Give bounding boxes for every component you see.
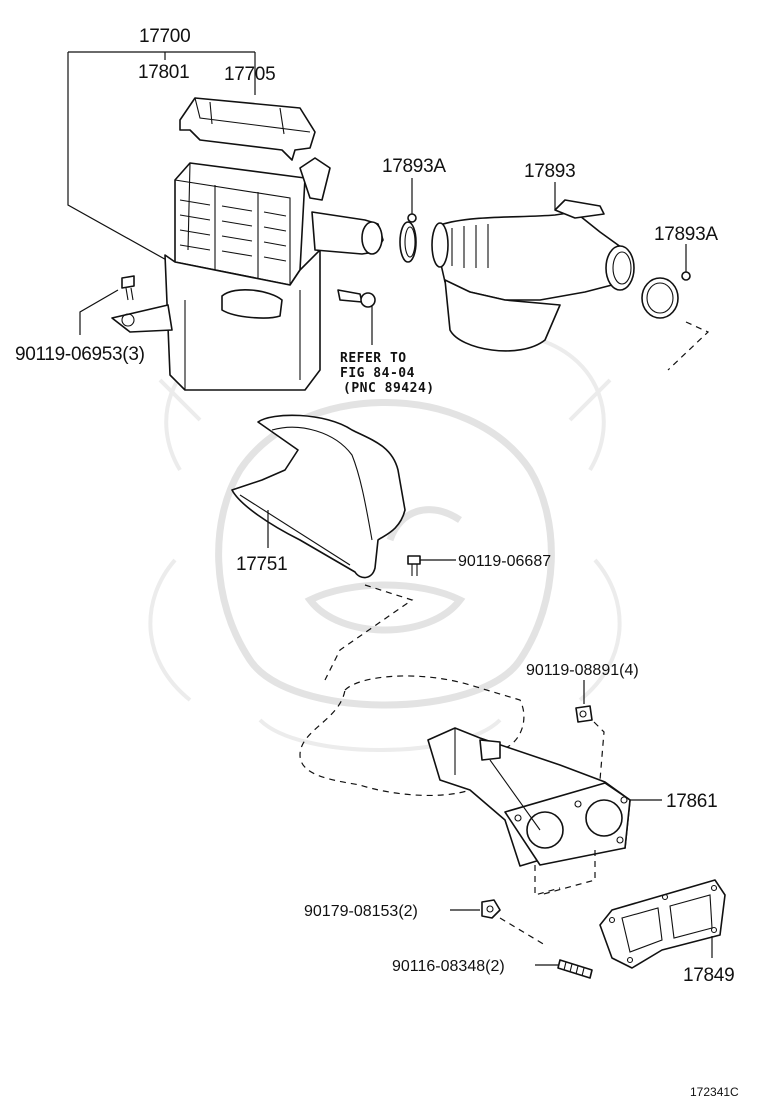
intake-manifold (427, 727, 631, 867)
intake-hose-group (399, 178, 710, 371)
stud-icon (557, 959, 593, 979)
label-hose-clamp-right: 17893A (654, 224, 718, 245)
air-duct (231, 414, 406, 579)
label-gasket: 17849 (683, 965, 734, 986)
intake-hose (431, 199, 635, 352)
leader-bolt-case (79, 289, 119, 335)
hose-clamp-left-icon (399, 213, 417, 263)
label-air-cleaner-cap: 17705 (224, 64, 275, 85)
label-hose-clamp-left: 17893A (382, 156, 446, 177)
label-refer-to-line1: REFER TO (340, 351, 407, 366)
label-bolt-manifold: 90119-08891(4) (526, 662, 639, 679)
label-bolt-duct: 90119-06687 (458, 553, 551, 570)
label-refer-to-line3: (PNC 89424) (343, 381, 435, 396)
air-cleaner-group (67, 51, 384, 391)
air-cleaner-cap (179, 97, 316, 161)
intake-manifold-group (299, 675, 662, 896)
label-air-duct: 17751 (236, 554, 287, 575)
watermark-emblem (148, 338, 622, 752)
label-bolt-case: 90119-06953(3) (15, 344, 145, 365)
air-cleaner-case (111, 157, 384, 391)
refer-bolt-icon (337, 289, 376, 308)
hose-clamp-right-icon (641, 271, 691, 319)
bolt-case-icon (121, 275, 135, 301)
label-air-cleaner-element: 17801 (138, 62, 189, 83)
label-refer-to-line2: FIG 84-04 (340, 366, 415, 381)
label-air-cleaner-assy: 17700 (139, 26, 190, 47)
gasket (599, 879, 726, 969)
label-intake-hose: 17893 (524, 161, 575, 182)
label-intake-manifold: 17861 (666, 791, 717, 812)
bolt-manifold-icon (575, 705, 593, 723)
figure-number: 172341C (690, 1085, 739, 1099)
air-duct-group (231, 414, 456, 681)
nut-icon (481, 899, 501, 919)
bolt-duct-icon (407, 555, 421, 576)
label-stud: 90116-08348(2) (392, 958, 505, 975)
fastener-group (450, 879, 726, 979)
label-nut: 90179-08153(2) (304, 903, 418, 920)
